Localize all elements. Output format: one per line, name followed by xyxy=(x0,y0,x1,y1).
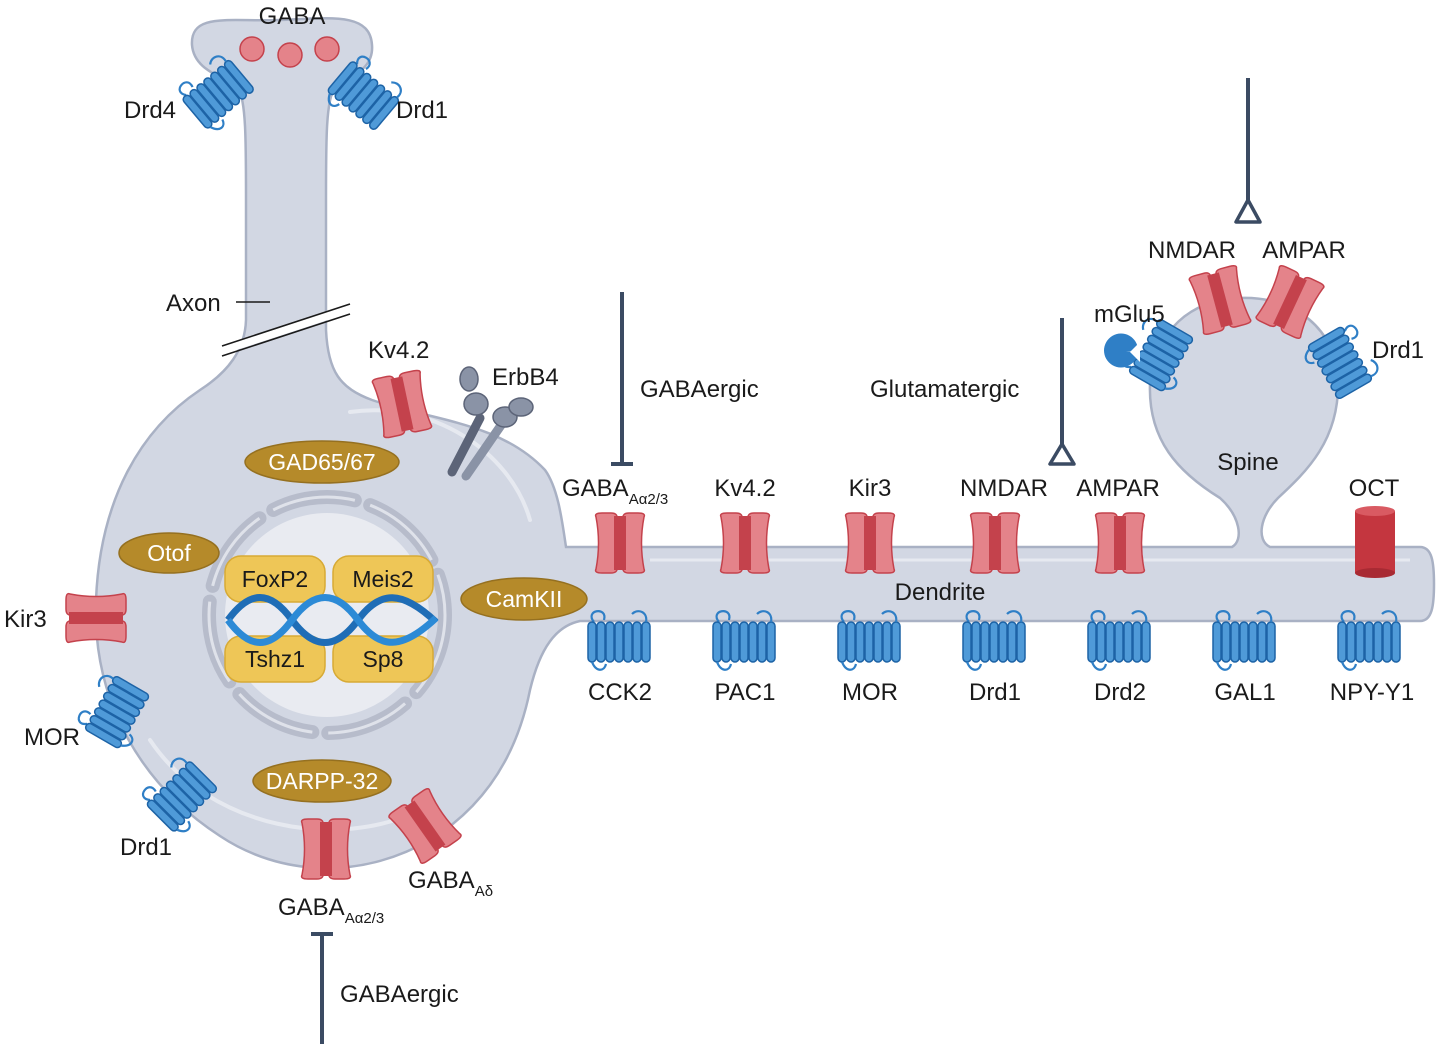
terminal-gaba-label: GABA xyxy=(259,3,326,30)
marker-darpp32-pill xyxy=(252,759,392,803)
dendrite-gaba-a23-main: GABA xyxy=(562,475,629,502)
soma-gaba-a23-channel-icon xyxy=(300,818,352,880)
terminal-drd4-label: Drd4 xyxy=(124,97,176,124)
glutamatergic-input-label: Glutamatergic xyxy=(870,376,1019,403)
soma-kir3-label: Kir3 xyxy=(4,606,47,633)
spine-nmdar-label: NMDAR xyxy=(1148,237,1236,264)
dendrite-label: Dendrite xyxy=(895,579,986,606)
dendrite-gaba-a23-channel-icon xyxy=(594,512,646,574)
soma-gaba-ad-label: GABAAδ xyxy=(408,867,493,900)
terminal-drd1-label: Drd1 xyxy=(396,97,448,124)
dendrite-gal1-label: GAL1 xyxy=(1214,679,1275,706)
tf-tshz1: Tshz1 xyxy=(245,646,305,672)
axon-break-line xyxy=(221,313,351,357)
soma-inner-sheen xyxy=(148,408,532,832)
soma-kv42-label: Kv4.2 xyxy=(368,337,429,364)
dna-helix-strand-a xyxy=(225,594,439,646)
marker-otof: Otof xyxy=(147,540,191,566)
axon-break-mark xyxy=(220,303,352,355)
tf-sp8: Sp8 xyxy=(363,646,404,672)
axon-label: Axon xyxy=(166,290,221,317)
mglu5-ligand-notch xyxy=(1130,342,1140,362)
soma-kir3-channel-icon xyxy=(65,592,127,644)
dendrite-kv42-label: Kv4.2 xyxy=(714,475,775,502)
spine-label: Spine xyxy=(1217,449,1278,476)
soma-gaba-a23-label: GABAAα2/3 xyxy=(278,894,384,927)
spine-input-arrowhead xyxy=(1234,198,1262,224)
gaba-vesicle xyxy=(239,36,265,62)
nuclear-envelope-inner xyxy=(207,495,447,735)
soma-mor-label: MOR xyxy=(24,724,80,751)
soma-gaba-ad-sub: Aδ xyxy=(475,883,493,900)
marker-gad65-67-pill xyxy=(244,440,400,484)
nucleus xyxy=(225,513,429,717)
dendrite-pac1-label: PAC1 xyxy=(715,679,776,706)
tf-box-sp8 xyxy=(332,635,434,683)
spine-mglu5-label: mGlu5 xyxy=(1094,301,1165,328)
tf-meis2: Meis2 xyxy=(352,566,413,592)
dendrite-gabaergic-input-label: GABAergic xyxy=(640,376,759,403)
oct-transporter-icon xyxy=(1355,506,1395,578)
soma-gabaergic-input-label: GABAergic xyxy=(340,981,459,1008)
dendrite-ampar-channel-icon xyxy=(1094,512,1146,574)
dendrite-kir3-channel-icon xyxy=(844,512,896,574)
dendrite-npy-y1-label: NPY-Y1 xyxy=(1330,679,1415,706)
marker-otof-pill xyxy=(118,532,220,574)
soma-drd1-label: Drd1 xyxy=(120,834,172,861)
erbb4-receptor-icon xyxy=(447,366,534,481)
glutamatergic-input-arrowhead xyxy=(1048,442,1076,466)
axon-break-line xyxy=(221,303,351,347)
marker-gad65-67: GAD65/67 xyxy=(268,449,375,475)
dna-helix-strand-b xyxy=(225,594,439,646)
erbb4-label: ErbB4 xyxy=(492,364,559,391)
marker-camkii: CamKII xyxy=(486,586,563,612)
tf-foxp2: FoxP2 xyxy=(242,566,308,592)
dendrite-cck2-label: CCK2 xyxy=(588,679,652,706)
soma-gaba-a23-main: GABA xyxy=(278,894,345,921)
soma-gaba-a23-sub: Aα2/3 xyxy=(345,910,385,927)
gaba-vesicle xyxy=(277,42,303,68)
dendrite-drd1-label: Drd1 xyxy=(969,679,1021,706)
soma-gaba-ad-main: GABA xyxy=(408,867,475,894)
dendrite-nmdar-channel-icon xyxy=(969,512,1021,574)
dendrite-kv42-channel-icon xyxy=(719,512,771,574)
spine-ampar-label: AMPAR xyxy=(1262,237,1346,264)
marker-darpp32: DARPP-32 xyxy=(266,768,378,794)
gaba-vesicle xyxy=(314,36,340,62)
dendrite-kir3-label: Kir3 xyxy=(849,475,892,502)
marker-camkii-pill xyxy=(460,577,588,621)
dendrite-gaba-a23-label: GABAAα2/3 xyxy=(562,475,668,508)
dendrite-mor-label: MOR xyxy=(842,679,898,706)
dendrite-ampar-label: AMPAR xyxy=(1076,475,1160,502)
spine-drd1-label: Drd1 xyxy=(1372,337,1424,364)
dendrite-gaba-a23-sub: Aα2/3 xyxy=(629,491,669,508)
dendrite-nmdar-label: NMDAR xyxy=(960,475,1048,502)
dendrite-drd2-label: Drd2 xyxy=(1094,679,1146,706)
mglu5-ligand-icon xyxy=(1104,333,1138,368)
oct-label: OCT xyxy=(1349,475,1400,502)
